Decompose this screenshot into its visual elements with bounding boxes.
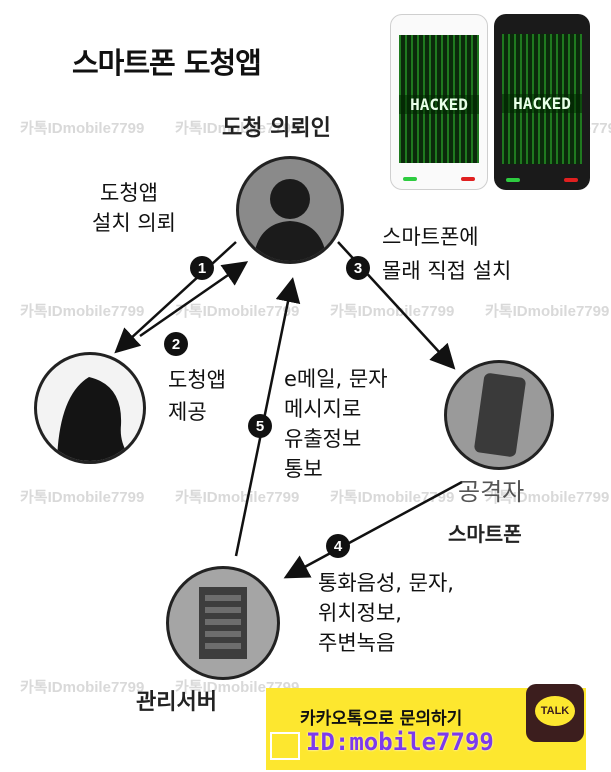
step-5-line3: 유출정보	[284, 427, 362, 451]
server-label: 관리서버	[136, 690, 217, 715]
watermark: 카톡IDmobile7799	[330, 303, 455, 320]
watermark: 카톡IDmobile7799	[20, 679, 145, 696]
watermark: 카톡IDmobile7799	[20, 120, 145, 137]
step-4-line1: 통화음성, 문자,	[318, 571, 454, 595]
step-3-line2: 몰래 직접 설치	[382, 259, 512, 283]
step-1-badge: 1	[190, 256, 214, 280]
step-3-badge: 3	[346, 256, 370, 280]
phone-screen: HACKED	[502, 34, 582, 164]
step-4-line2: 위치정보,	[318, 601, 402, 625]
hacked-phone-black: HACKED	[494, 14, 590, 190]
phone-screen: HACKED	[399, 35, 479, 163]
server-rack-icon	[199, 587, 247, 659]
page-title: 스마트폰 도청앱	[72, 46, 262, 80]
call-accept-icon	[506, 178, 520, 182]
call-accept-icon	[403, 177, 417, 181]
hacked-label: HACKED	[502, 94, 582, 113]
watermark: 카톡IDmobile7799	[175, 489, 300, 506]
watermark: 카톡IDmobile7799	[20, 303, 145, 320]
contact-id: ID:mobile7799	[306, 728, 494, 756]
client-node	[236, 156, 344, 264]
step-5-line1: e메일, 문자	[284, 367, 388, 391]
watermark: 카톡IDmobile7799	[485, 489, 610, 506]
call-decline-icon	[564, 178, 578, 182]
step-4-text: 통화음성, 문자, 위치정보, 주변녹음	[318, 568, 454, 658]
step-5-line4: 통보	[284, 457, 323, 481]
hacked-phone-white: HACKED	[390, 14, 488, 190]
kakao-contact-box[interactable]: 카카오톡으로 문의하기 ID:mobile7799	[266, 688, 586, 770]
smartphone-icon	[473, 372, 527, 458]
step-1-line2: 설치 의뢰	[92, 211, 176, 235]
step-5-text: e메일, 문자 메시지로 유출정보 통보	[284, 364, 388, 484]
server-node	[166, 566, 280, 680]
watermark: 카톡IDmobile7799	[175, 303, 300, 320]
step-2-text: 도청앱 제공	[168, 364, 226, 428]
attacker-node	[34, 352, 146, 464]
step-3-text: 스마트폰에 몰래 직접 설치	[382, 220, 511, 288]
step-5-line2: 메시지로	[284, 397, 362, 421]
checkbox-icon	[270, 732, 300, 760]
watermark: 카톡IDmobile7799	[485, 303, 610, 320]
step-4-badge: 4	[326, 534, 350, 558]
step-5-badge: 5	[248, 414, 272, 438]
person-icon	[253, 179, 327, 261]
step-2-line1: 도청앱	[168, 368, 226, 392]
watermark: 카톡IDmobile7799	[175, 120, 300, 137]
step-1-line1: 도청앱	[100, 181, 158, 205]
attacker-phone-label-line2: 스마트폰	[448, 522, 522, 546]
hooded-person-icon	[57, 377, 133, 461]
hacked-label: HACKED	[399, 95, 479, 114]
watermark: 카톡IDmobile7799	[20, 489, 145, 506]
step-2-badge: 2	[164, 332, 188, 356]
attacker-phone-label-line1: 공격자	[458, 478, 525, 506]
step-3-line1: 스마트폰에	[382, 225, 479, 249]
step-1-text: 도청앱 설치 의뢰	[92, 178, 176, 238]
call-decline-icon	[461, 177, 475, 181]
talk-bubble-icon: TALK	[535, 696, 575, 726]
step-4-line3: 주변녹음	[318, 631, 396, 655]
client-label: 도청 의뢰인	[222, 116, 331, 141]
step-2-line2: 제공	[168, 400, 207, 424]
attacker-phone-node	[444, 360, 554, 470]
contact-line1: 카카오톡으로 문의하기	[300, 709, 463, 729]
kakao-talk-badge[interactable]: TALK	[526, 684, 584, 742]
